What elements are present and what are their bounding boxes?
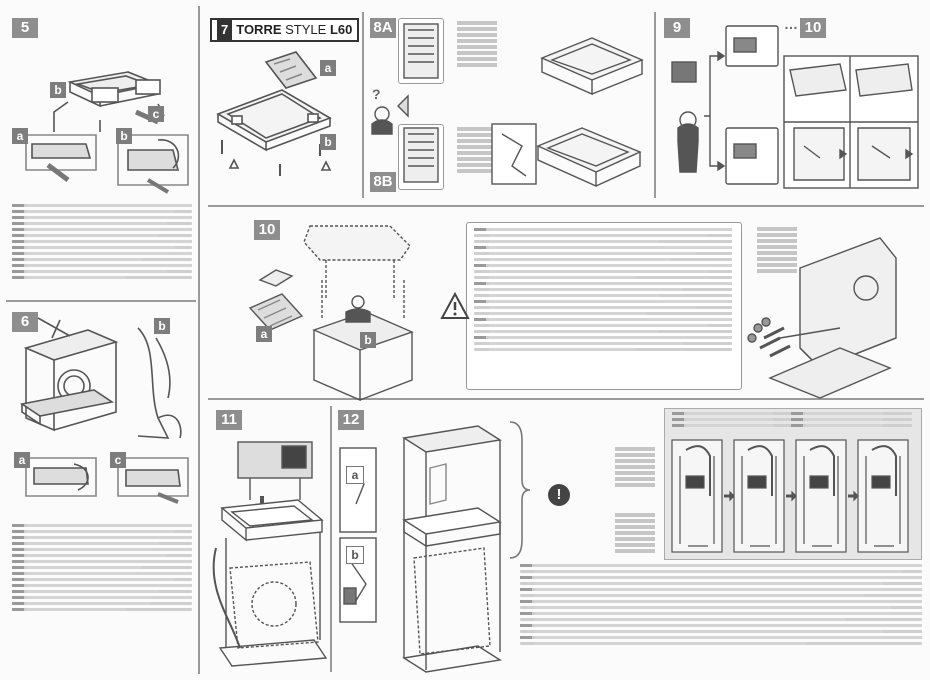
language-list-step12-bottom <box>604 512 655 554</box>
step-number-7: 7 <box>217 20 233 40</box>
divider-step8-9 <box>654 12 656 198</box>
step8-illustration <box>371 23 644 188</box>
title-prefix: TORRE <box>236 22 282 37</box>
step11-illustration <box>212 441 328 667</box>
step-number-10-top: 10 <box>800 18 826 38</box>
positioning-panel-illustrations <box>671 439 909 553</box>
divider-step7-8 <box>362 12 364 198</box>
step10-multilingual-text <box>474 228 732 354</box>
step6-illustration <box>19 317 189 504</box>
step7-illustration <box>216 51 332 176</box>
language-list-step10 <box>746 226 797 274</box>
divider-vertical-left <box>198 6 200 674</box>
language-list-step12-top <box>604 446 655 488</box>
step5-label-a2: a <box>12 128 28 144</box>
step12-label-b: b <box>346 546 364 564</box>
step-number-12: 12 <box>338 410 364 430</box>
step7-label-a: a <box>320 60 336 76</box>
positioning-panel-header-text <box>672 412 912 430</box>
step10-label-b: b <box>360 332 376 348</box>
step6-label-b: b <box>154 318 170 334</box>
step7-label-b: b <box>320 134 336 150</box>
step5-illustration <box>25 71 189 194</box>
step12-bracket <box>509 421 531 559</box>
step-number-11: 11 <box>216 410 242 430</box>
title-suffix: L60 <box>329 22 353 37</box>
language-list-8b <box>446 126 497 174</box>
step5-multilingual-text <box>12 204 192 282</box>
divider-step11-12 <box>330 406 332 672</box>
step-number-5: 5 <box>12 18 38 38</box>
step-number-10: 10 <box>254 220 280 240</box>
step6-label-c: c <box>110 452 126 468</box>
step10-label-a: a <box>256 326 272 342</box>
step12-label-a: a <box>346 466 364 484</box>
step9-illustration <box>671 25 919 189</box>
step-number-6: 6 <box>12 312 38 332</box>
language-list-8a <box>446 20 497 68</box>
step5-label-b: b <box>50 82 66 98</box>
step10-illustration <box>248 225 414 402</box>
divider-right-mid <box>208 398 924 400</box>
warning-triangle-icon <box>440 291 470 319</box>
step-number-8b: 8B <box>370 172 396 192</box>
divider-right-top <box>208 205 924 207</box>
step5-label-b2: b <box>116 128 132 144</box>
step5-label-c: c <box>148 106 164 122</box>
question-mark: ? <box>372 86 382 102</box>
step6-multilingual-text <box>12 524 192 614</box>
step12-multilingual-text <box>520 564 922 648</box>
step12-illustration <box>339 425 502 673</box>
divider-left-mid <box>6 300 196 302</box>
ellipsis: … <box>784 16 799 32</box>
step-number-9: 9 <box>664 18 690 38</box>
exclamation-circle-icon: ! <box>548 484 570 506</box>
step6-label-a: a <box>14 452 30 468</box>
title-mid: STYLE <box>285 22 327 37</box>
step-number-8a: 8A <box>370 18 396 38</box>
step10-foot-illustration <box>747 237 897 399</box>
